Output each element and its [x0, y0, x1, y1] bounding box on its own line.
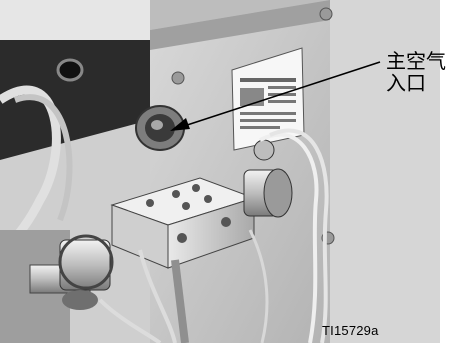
callout-label-line2: 入口 — [386, 71, 426, 95]
screw — [319, 7, 333, 21]
dark-gasket — [0, 40, 150, 160]
figure-id: TI15729a — [322, 323, 379, 338]
right-fittings — [243, 128, 329, 343]
top-frame — [0, 0, 150, 40]
manifold-block — [110, 177, 256, 269]
regulator-assembly — [0, 230, 114, 343]
panel-top-edge — [150, 0, 330, 50]
gasket-hole — [56, 58, 84, 82]
air-inlet-port — [135, 105, 185, 151]
bottom-hoses — [98, 249, 189, 343]
callout-label-line1: 主空气 — [386, 49, 446, 73]
screw — [171, 71, 185, 85]
callout-leader — [170, 61, 381, 131]
equipment-photo — [0, 0, 440, 343]
right-panel — [330, 0, 440, 343]
